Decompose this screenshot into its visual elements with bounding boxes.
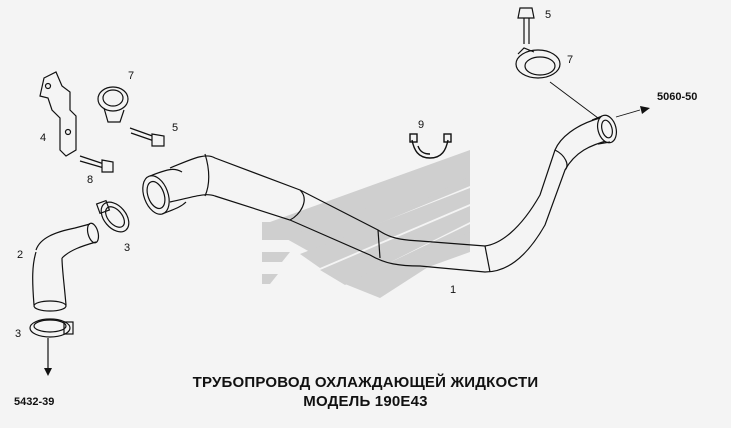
pipe-clamp-left xyxy=(97,86,129,123)
mounting-bracket xyxy=(39,71,77,157)
watermark-logo xyxy=(262,150,470,298)
callout-clamp-upper: 3 xyxy=(124,242,130,254)
hose-clamp-upper xyxy=(95,199,130,233)
diagram-title: ТРУБОПРОВОД ОХЛАЖДАЮЩЕЙ ЖИДКОСТИ xyxy=(192,374,539,391)
callout-bolt-small: 8 xyxy=(87,174,93,186)
callout-bracket: 4 xyxy=(40,132,46,144)
callout-bolt-top: 5 xyxy=(545,9,551,21)
main-coolant-pipe xyxy=(142,114,618,273)
diagram-subtitle: МОДЕЛЬ 190Е43 xyxy=(303,393,428,410)
leader-lines xyxy=(549,81,650,119)
callout-pipe-clip: 9 xyxy=(418,119,424,131)
reference-top-right: 5060-50 xyxy=(657,91,697,103)
pipe-clamp-top xyxy=(515,47,561,79)
callout-clamp-lower: 3 xyxy=(15,328,21,340)
callout-main-pipe: 1 xyxy=(450,284,456,296)
bolt-small xyxy=(79,155,114,173)
pipe-clip xyxy=(409,133,452,159)
bolt-left xyxy=(129,127,165,147)
callout-clamp-left: 7 xyxy=(128,70,134,82)
callout-hose: 2 xyxy=(17,249,23,261)
bolt-top xyxy=(517,7,535,44)
hose-clamp-lower xyxy=(29,318,74,376)
callout-bolt-left: 5 xyxy=(172,122,178,134)
rubber-hose xyxy=(32,222,100,312)
callout-clamp-top: 7 xyxy=(567,54,573,66)
reference-bottom-left: 5432-39 xyxy=(14,396,54,408)
